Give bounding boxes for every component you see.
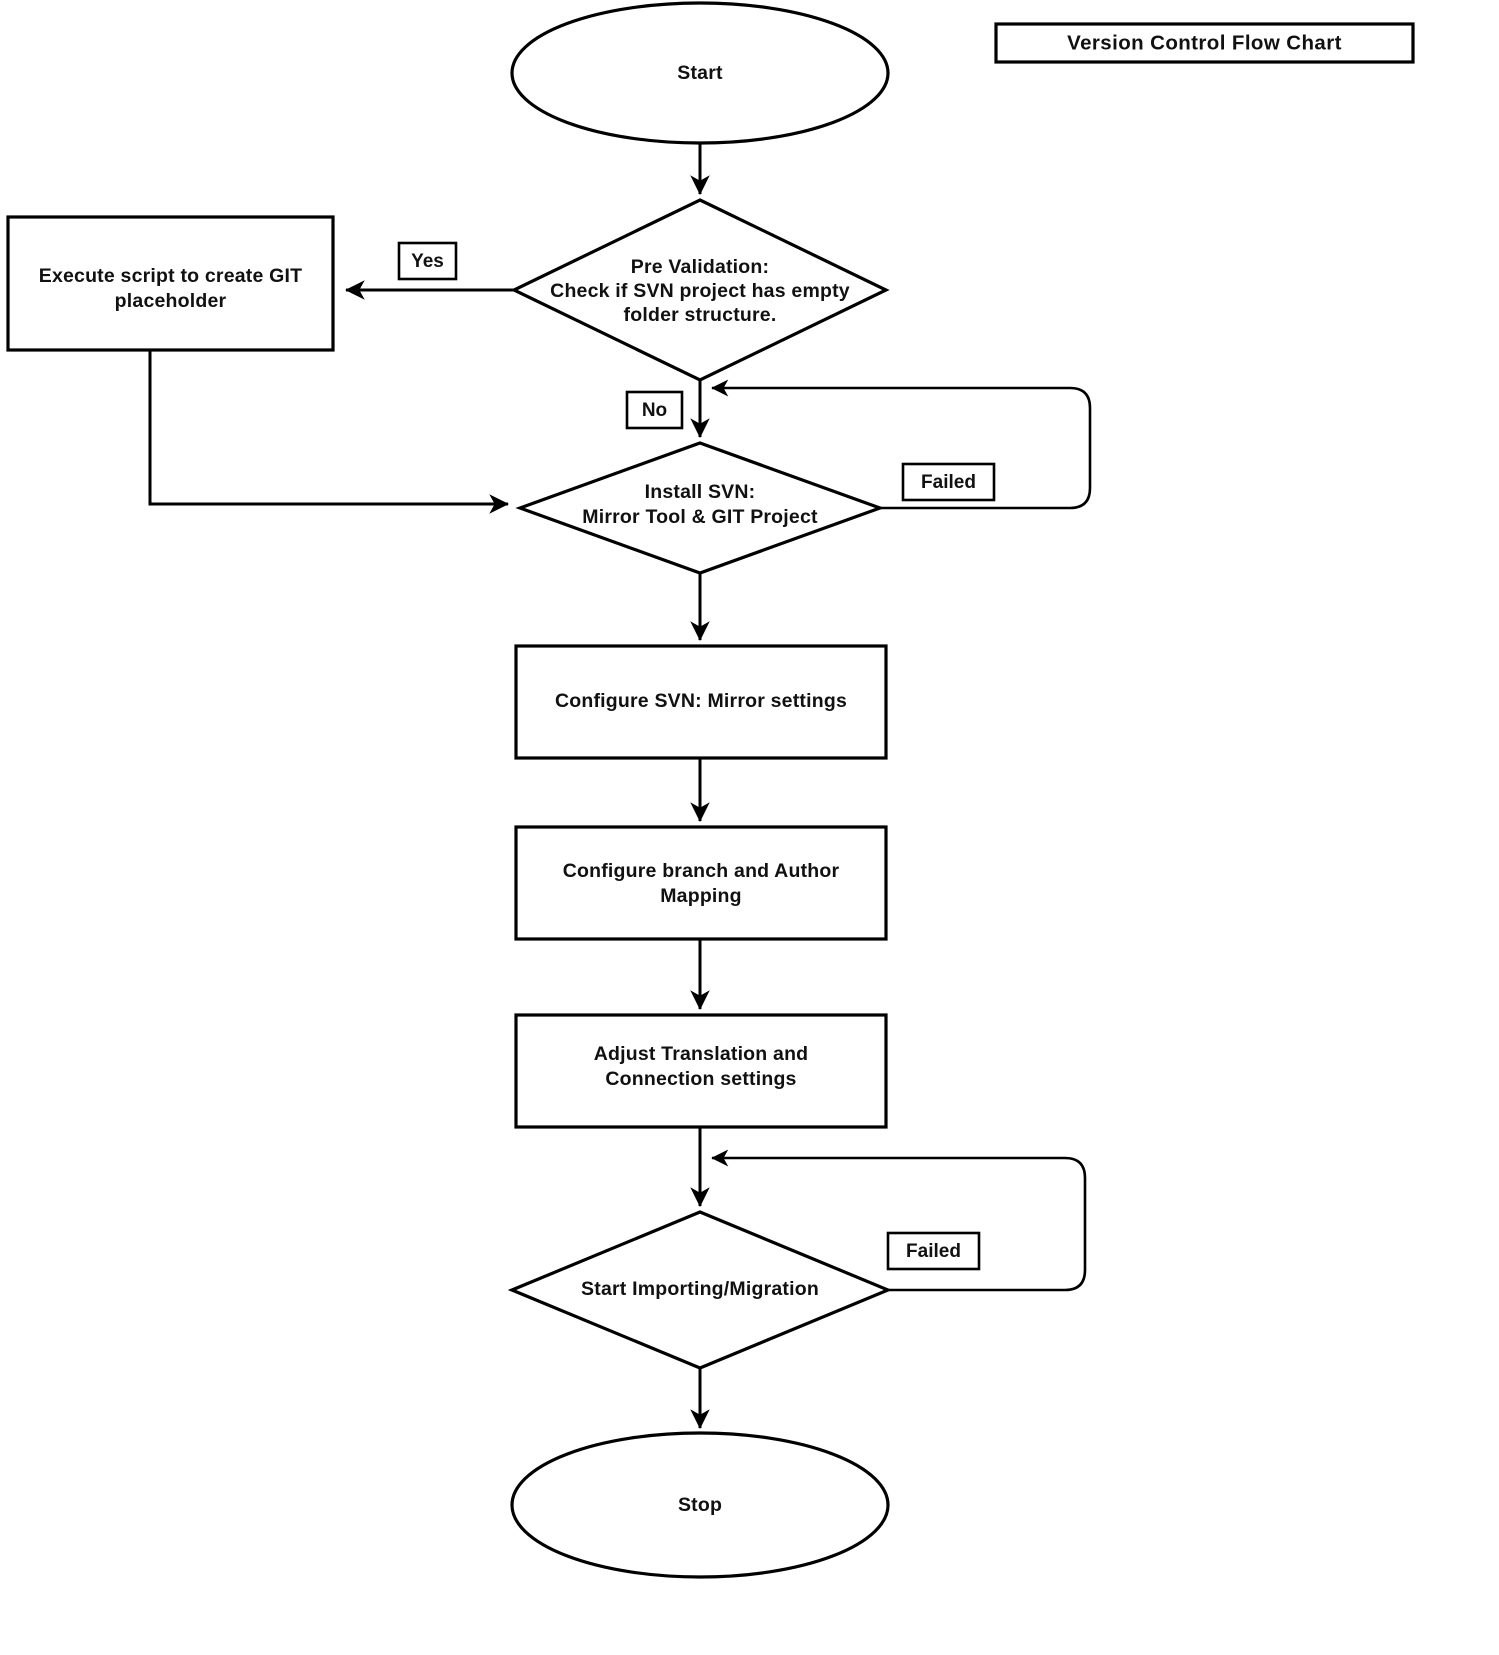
node-stop: Stop <box>510 1431 890 1579</box>
node-execute-script-line2: placeholder <box>115 290 227 312</box>
edge-label-no-box <box>625 390 684 430</box>
edge-label-yes-box <box>397 241 458 281</box>
edge-label-yes: Yes <box>397 241 458 281</box>
title-box: Version Control Flow Chart <box>994 22 1415 64</box>
node-pre-validation-line2: Check if SVN project has empty <box>550 280 850 302</box>
node-execute-script-line1: Execute script to create GIT <box>39 265 303 287</box>
edge-start-importing-failed-loop <box>711 1149 1087 1292</box>
node-adjust-translation: Adjust Translation and Connection settin… <box>514 1013 888 1129</box>
edge-execute-script-to-install-svn <box>148 350 509 514</box>
node-configure-svn-shape <box>514 644 888 760</box>
node-execute-script: Execute script to create GIT placeholder <box>6 215 335 352</box>
node-configure-branch-line1: Configure branch and Author <box>563 860 840 882</box>
edge-label-failed-import-text: Failed <box>906 1241 961 1262</box>
edge-label-failed-import-box <box>886 1231 981 1271</box>
node-pre-validation-line3: folder structure. <box>624 304 777 326</box>
node-configure-branch: Configure branch and Author Mapping <box>514 825 888 941</box>
edge-label-yes-text: Yes <box>411 251 444 272</box>
title-box-rect <box>994 22 1415 64</box>
edge-install-svn-failed-loop <box>711 379 1092 510</box>
node-pre-validation-line1: Pre Validation: <box>631 256 769 278</box>
node-pre-validation: Pre Validation: Check if SVN project has… <box>510 198 890 382</box>
node-install-svn-line2: Mirror Tool & GIT Project <box>582 506 818 528</box>
node-adjust-translation-line2: Connection settings <box>605 1068 796 1090</box>
edge-label-failed-install-box <box>901 462 996 502</box>
node-start-label: Start <box>677 62 723 84</box>
edge-label-no: No <box>625 390 684 430</box>
node-install-svn-line1: Install SVN: <box>645 481 756 503</box>
node-configure-svn: Configure SVN: Mirror settings <box>514 644 888 760</box>
node-stop-shape <box>510 1431 890 1579</box>
edge-label-failed-install: Failed <box>901 462 996 502</box>
edge-label-no-text: No <box>642 400 667 421</box>
edge-label-failed-install-text: Failed <box>921 472 976 493</box>
node-configure-branch-shape <box>514 825 888 941</box>
node-start-importing-line1: Start Importing/Migration <box>581 1278 819 1300</box>
node-configure-branch-line2: Mapping <box>660 885 742 907</box>
node-start-importing: Start Importing/Migration <box>507 1210 893 1370</box>
node-configure-svn-line1: Configure SVN: Mirror settings <box>555 690 847 712</box>
node-execute-script-shape <box>6 215 335 352</box>
node-adjust-translation-line1: Adjust Translation and <box>594 1043 809 1065</box>
node-start: Start <box>510 1 890 145</box>
title-box-label: Version Control Flow Chart <box>1067 31 1342 54</box>
node-adjust-translation-shape <box>514 1013 888 1129</box>
node-stop-label: Stop <box>678 1494 722 1516</box>
node-install-svn: Install SVN: Mirror Tool & GIT Project <box>515 441 885 575</box>
edge-label-failed-import: Failed <box>886 1231 981 1271</box>
